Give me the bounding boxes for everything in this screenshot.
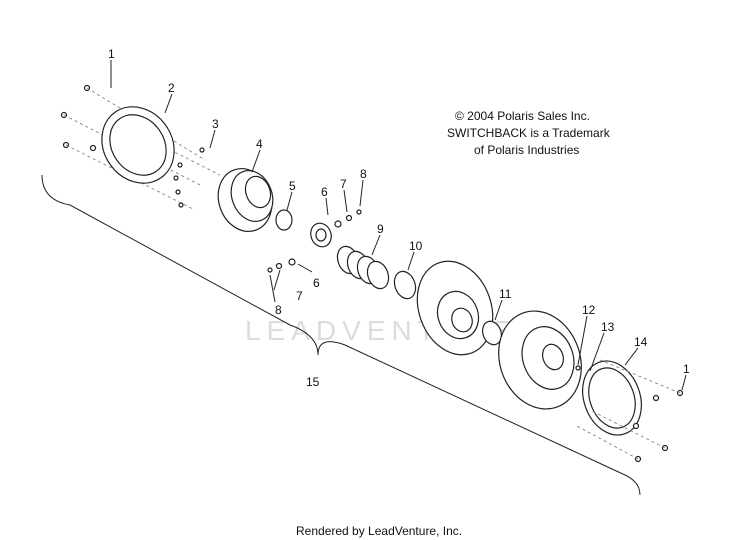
callout-10: 10 [409, 239, 423, 253]
footer-credit: Rendered by LeadVenture, Inc. [296, 524, 462, 538]
callout-6b: 6 [313, 276, 320, 290]
callout-1a: 1 [108, 47, 115, 61]
callout-13: 13 [601, 320, 615, 334]
callout-3: 3 [212, 117, 219, 131]
callout-2: 2 [168, 81, 175, 95]
bushing-stack-lower [267, 258, 296, 273]
callout-14: 14 [634, 335, 648, 349]
callout-1b: 1 [683, 362, 690, 376]
ring-11 [481, 320, 503, 346]
assembly-bracket [41, 174, 641, 496]
callout-8b: 8 [275, 303, 282, 317]
callout-8a: 8 [360, 167, 367, 181]
copyright-note: © 2004 Polaris Sales Inc. SWITCHBACK is … [447, 109, 611, 157]
callout-labels: 1 2 3 4 5 6 7 8 9 10 6 7 8 11 12 13 14 1… [108, 47, 690, 389]
callout-9: 9 [377, 222, 384, 236]
cam-cover [498, 310, 582, 410]
callout-7a: 7 [340, 177, 347, 191]
callout-11: 11 [499, 287, 512, 301]
bolts-right [574, 359, 684, 463]
callout-15: 15 [306, 375, 320, 389]
leader-lines [110, 60, 687, 391]
callout-5: 5 [289, 179, 296, 193]
callout-7b: 7 [296, 289, 303, 303]
housing-4 [217, 168, 274, 232]
ring-plate-2 [101, 106, 175, 184]
ring-plate-14 [582, 360, 642, 436]
copyright-line-3: of Polaris Industries [474, 143, 579, 157]
callout-4: 4 [256, 137, 263, 151]
bushing-stack-upper [310, 209, 362, 248]
spring-9 [336, 245, 390, 290]
copyright-line-2: SWITCHBACK is a Trademark [447, 126, 611, 140]
callout-12: 12 [582, 303, 596, 317]
callout-6a: 6 [321, 185, 328, 199]
copyright-line-1: © 2004 Polaris Sales Inc. [455, 109, 590, 123]
sheave [416, 260, 494, 356]
ring-5 [275, 209, 293, 231]
screws-3 [173, 147, 205, 208]
ring-10 [393, 270, 417, 300]
